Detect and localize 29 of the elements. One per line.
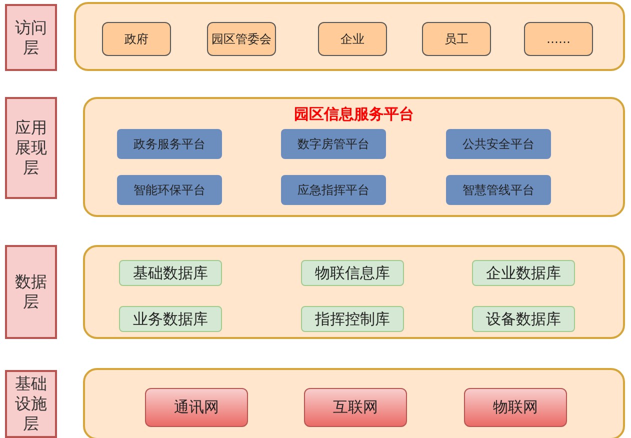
layer-panel <box>83 368 625 438</box>
panel-title: 园区信息服务平台 <box>294 105 414 124</box>
layer-label-box: 数据层 <box>5 245 57 339</box>
database-box: 业务数据库 <box>119 306 222 332</box>
layer-panel <box>83 97 625 217</box>
user-box: 政府 <box>102 22 171 56</box>
platform-box: 智能环保平台 <box>117 175 222 205</box>
database-box: 指挥控制库 <box>301 306 404 332</box>
user-box: 园区管委会 <box>207 22 276 56</box>
user-box: 企业 <box>318 22 387 56</box>
network-box: 物联网 <box>464 388 567 427</box>
database-box: 设备数据库 <box>472 306 575 332</box>
platform-box: 公共安全平台 <box>446 129 551 159</box>
database-box: 基础数据库 <box>119 260 222 286</box>
platform-box: 应急指挥平台 <box>281 175 386 205</box>
platform-box: 数字房管平台 <box>281 129 386 159</box>
layer-label-box: 基础设施层 <box>5 370 57 438</box>
layer-label-box: 访问层 <box>5 4 57 71</box>
layer-label-box: 应用展现层 <box>5 97 57 199</box>
user-box: 员工 <box>422 22 491 56</box>
platform-box: 智慧管线平台 <box>446 175 551 205</box>
layer-panel <box>83 245 625 339</box>
database-box: 物联信息库 <box>301 260 404 286</box>
layer-panel <box>74 2 625 71</box>
database-box: 企业数据库 <box>472 260 575 286</box>
user-box: …… <box>524 22 593 56</box>
platform-box: 政务服务平台 <box>117 129 222 159</box>
network-box: 互联网 <box>304 388 407 427</box>
network-box: 通讯网 <box>145 388 248 427</box>
